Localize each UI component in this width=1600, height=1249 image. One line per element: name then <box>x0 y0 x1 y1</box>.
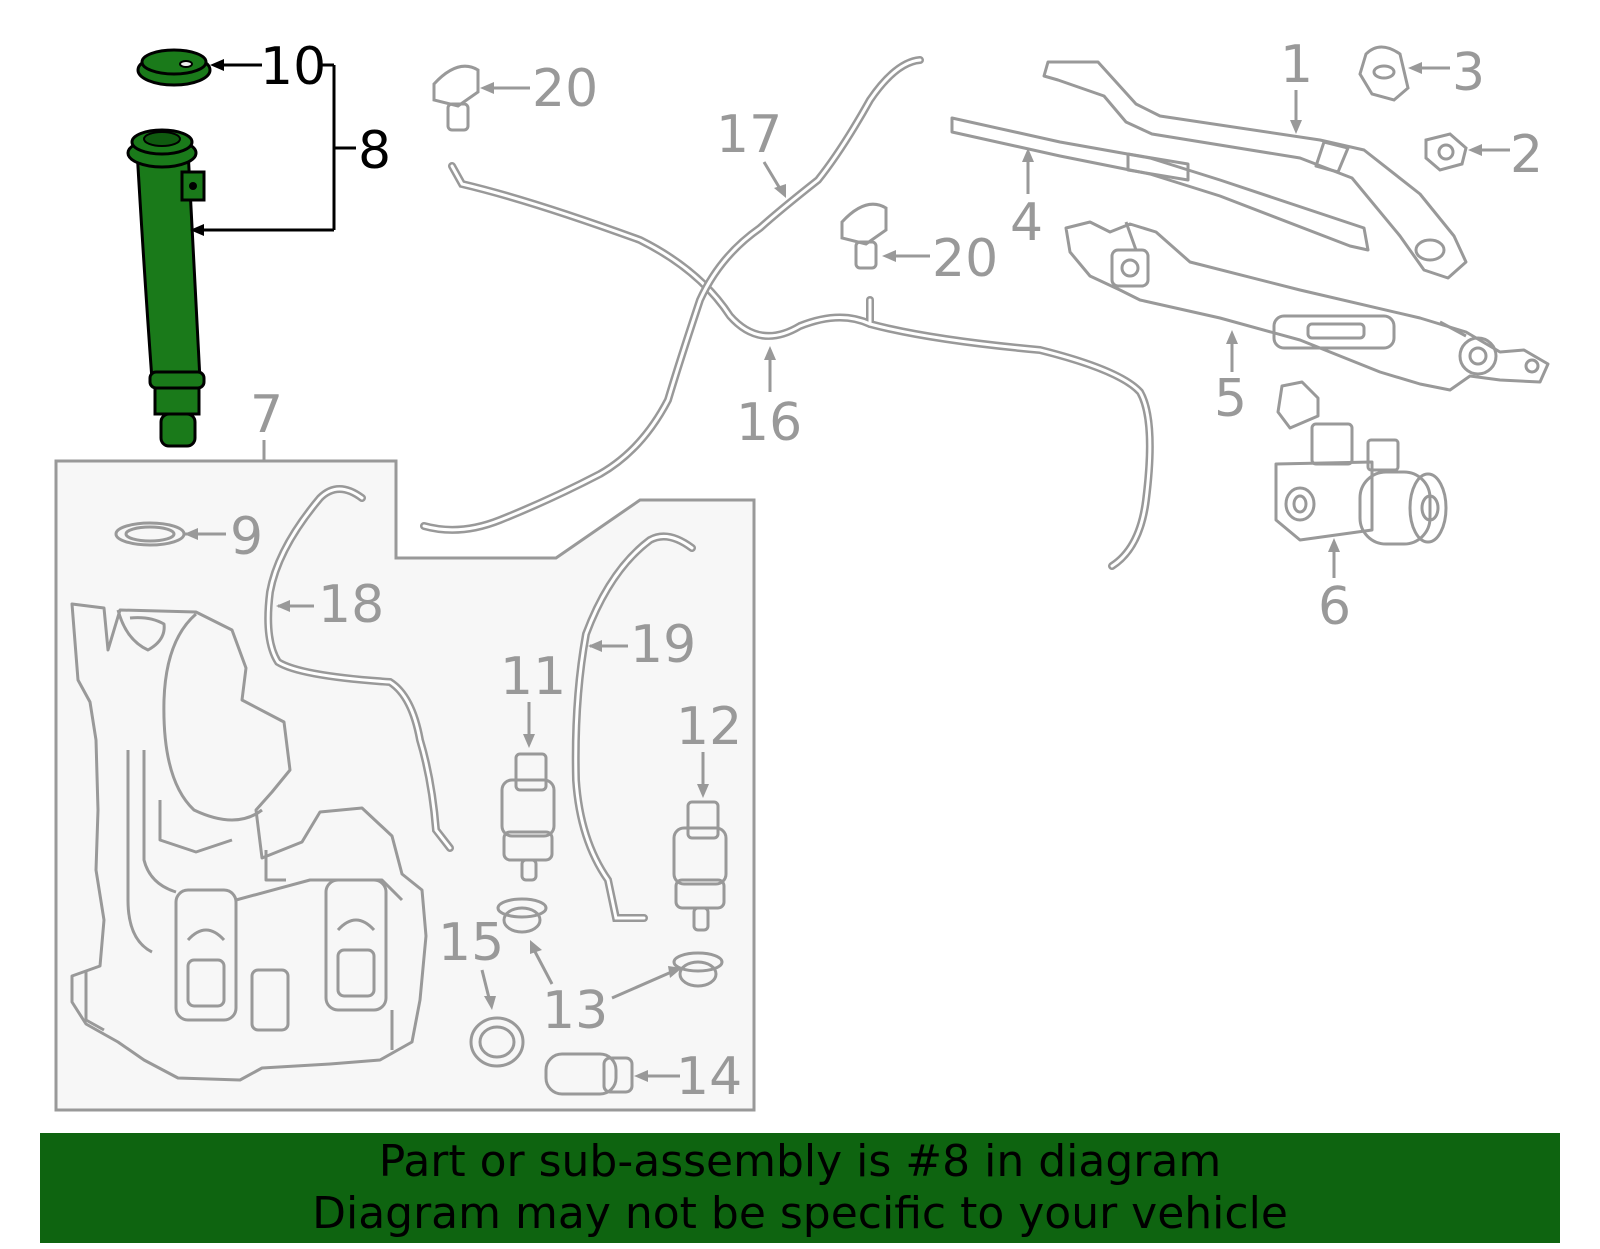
label-11: 11 <box>500 647 566 707</box>
banner-line-1: Part or sub-assembly is #8 in diagram <box>378 1136 1222 1187</box>
label-18: 18 <box>318 575 384 635</box>
label-10: 10 <box>260 37 326 97</box>
hose-part-17[interactable] <box>420 56 924 534</box>
label-7: 7 <box>250 385 283 445</box>
cap-part-3[interactable] <box>1358 45 1450 102</box>
label-13: 13 <box>542 981 608 1041</box>
label-20-left: 20 <box>532 59 598 119</box>
motor-part-6[interactable] <box>1274 380 1448 578</box>
hose-part-16[interactable] <box>448 162 1154 570</box>
wiper-arm-part-1[interactable] <box>1042 60 1468 280</box>
reservoir-group-box <box>54 459 756 1112</box>
label-1: 1 <box>1280 35 1313 95</box>
label-3: 3 <box>1452 43 1485 103</box>
wiper-blade-part-4[interactable] <box>950 116 1370 252</box>
label-15: 15 <box>438 913 504 973</box>
nozzle-part-20-right[interactable] <box>840 202 930 270</box>
seal-part-9[interactable] <box>114 521 226 547</box>
label-16: 16 <box>736 393 802 453</box>
seal-part-15[interactable] <box>469 969 525 1068</box>
label-9: 9 <box>230 507 263 567</box>
nut-part-2[interactable] <box>1424 132 1510 172</box>
callout-8-10 <box>190 59 356 236</box>
reservoir-tank-part-7[interactable] <box>70 602 428 1082</box>
sensor-part-14[interactable] <box>544 1052 680 1096</box>
label-17: 17 <box>716 105 782 165</box>
label-19: 19 <box>630 615 696 675</box>
filler-cap-part-10[interactable] <box>136 48 212 87</box>
pump-part-11[interactable] <box>500 702 556 882</box>
nozzle-part-20-left[interactable] <box>432 64 530 132</box>
label-20-right: 20 <box>932 229 998 289</box>
grommet-part-13[interactable] <box>496 897 724 1000</box>
label-4: 4 <box>1010 193 1043 253</box>
filler-neck-part-8[interactable] <box>126 128 206 448</box>
linkage-part-5[interactable] <box>1064 220 1550 392</box>
label-8: 8 <box>358 121 391 181</box>
label-14: 14 <box>676 1047 742 1107</box>
label-12: 12 <box>676 697 742 757</box>
banner-line-2: Diagram may not be specific to your vehi… <box>312 1188 1288 1239</box>
label-2: 2 <box>1510 125 1543 185</box>
pump-part-12[interactable] <box>672 752 728 932</box>
info-banner: Part or sub-assembly is #8 in diagram Di… <box>40 1133 1560 1243</box>
label-5: 5 <box>1214 369 1247 429</box>
label-6: 6 <box>1318 577 1351 637</box>
